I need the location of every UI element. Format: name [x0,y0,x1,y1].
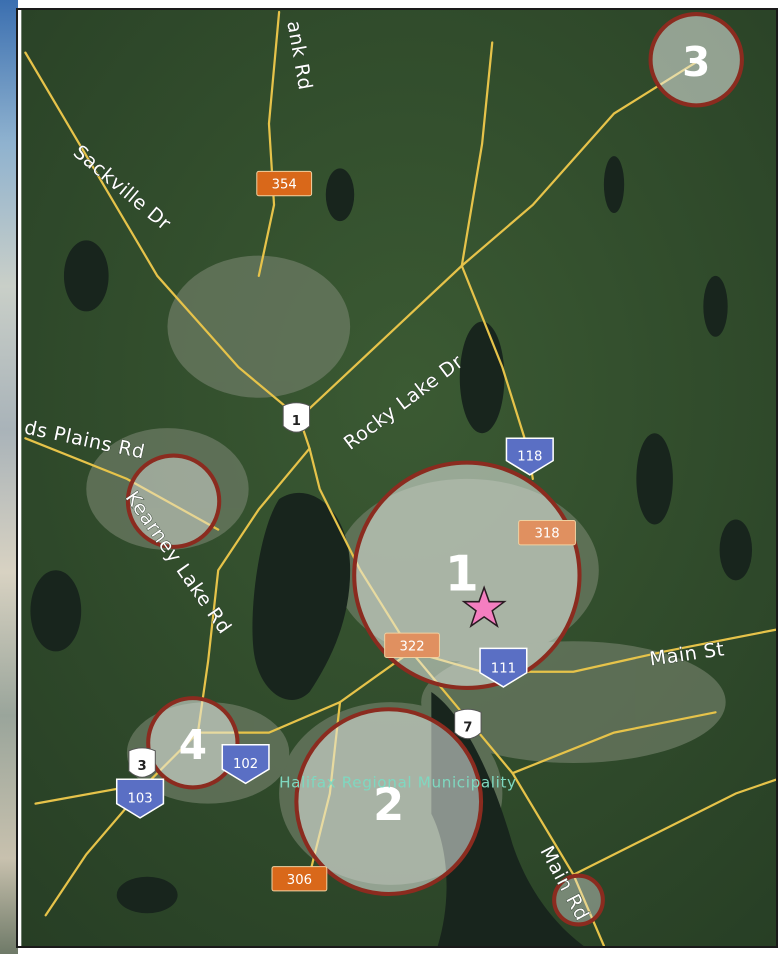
svg-text:111: 111 [491,662,516,677]
cluster-4-label: 4 [179,721,207,769]
route-111-shield: 111 [479,647,528,688]
svg-text:7: 7 [463,721,472,736]
satellite-map[interactable]: 1 2 3 4 S [16,8,778,948]
svg-text:118: 118 [517,450,542,465]
cluster-2[interactable]: 2 [294,707,484,897]
cluster-5[interactable] [125,453,222,549]
svg-text:322: 322 [399,639,424,654]
route-306-shield: 306 [271,866,328,892]
route-102-shield: 102 [221,744,270,785]
cluster-4[interactable]: 4 [146,696,240,790]
svg-text:102: 102 [233,757,258,772]
route-103-shield: 103 [115,778,165,819]
route-354-shield: 354 [256,170,313,197]
route-7-shield: 7 [454,708,482,740]
svg-text:1: 1 [292,414,301,429]
cluster-1-label: 1 [445,547,479,603]
route-118-shield: 118 [505,437,554,476]
cluster-2-label: 2 [373,779,404,831]
svg-text:103: 103 [127,792,152,807]
label-halifax-regional-municipality: Halifax Regional Municipality [279,773,517,791]
star-marker[interactable] [461,585,507,628]
route-322-shield: 322 [384,632,440,659]
svg-text:318: 318 [534,527,559,542]
background-photo-strip [0,0,18,954]
cluster-1[interactable]: 1 [352,460,582,690]
cluster-6[interactable] [552,873,605,927]
route-318-shield: 318 [518,519,576,546]
route-3-shield: 3 [128,747,156,778]
cluster-3-label: 3 [682,38,710,86]
svg-text:354: 354 [272,178,297,193]
map-canvas[interactable]: 1 2 3 4 S [18,10,778,948]
svg-text:306: 306 [287,873,312,888]
svg-text:3: 3 [138,759,147,774]
route-1-shield: 1 [282,402,311,433]
cluster-3[interactable]: 3 [648,12,744,108]
